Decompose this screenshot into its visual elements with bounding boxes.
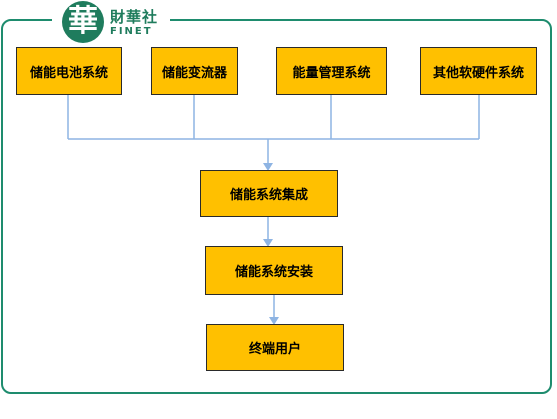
box-other-systems: 其他软硬件系统	[420, 47, 537, 95]
arrow-to-integration	[263, 163, 273, 171]
box-integration: 储能系统集成	[200, 170, 338, 217]
box-pcs: 储能变流器	[151, 47, 238, 95]
logo-name-cn: 財華社	[110, 8, 159, 26]
arrow-to-installation	[263, 239, 273, 247]
logo-emblem: 華	[62, 1, 104, 43]
box-end-user: 终端用户	[206, 324, 344, 371]
finet-logo: 華 財華社 FINET	[52, 0, 170, 44]
box-battery-system: 储能电池系统	[16, 47, 122, 95]
box-ems: 能量管理系统	[276, 47, 387, 95]
logo-name-en: FINET	[110, 26, 153, 37]
arrow-to-user	[269, 317, 279, 325]
box-installation: 储能系统安装	[205, 246, 343, 295]
